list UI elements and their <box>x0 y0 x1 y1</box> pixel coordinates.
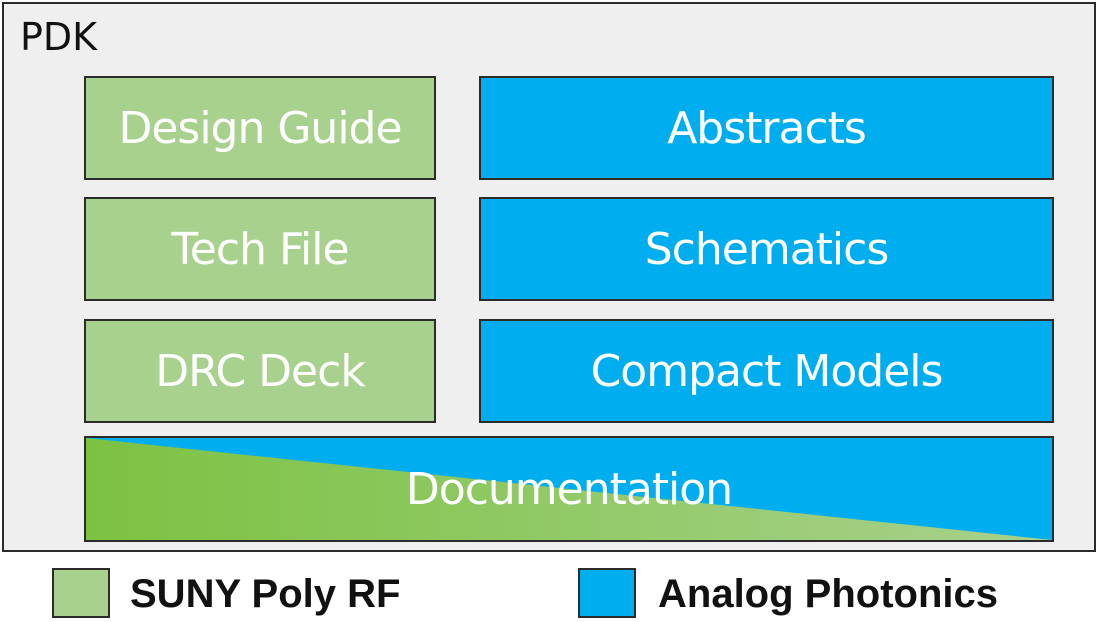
schematics-box: Schematics <box>479 197 1054 301</box>
legend-swatch-analog-photonics <box>578 568 636 618</box>
design-guide-box: Design Guide <box>84 76 436 180</box>
drc-deck-box: DRC Deck <box>84 319 436 423</box>
documentation-box: Documentation <box>84 436 1054 542</box>
abstracts-label: Abstracts <box>667 102 867 154</box>
tech-file-label: Tech File <box>171 223 349 275</box>
pdk-title: PDK <box>20 15 98 59</box>
abstracts-box: Abstracts <box>479 76 1054 180</box>
compact-models-box: Compact Models <box>479 319 1054 423</box>
tech-file-box: Tech File <box>84 197 436 301</box>
drc-deck-label: DRC Deck <box>155 345 366 397</box>
legend-label-suny-poly: SUNY Poly RF <box>130 572 401 616</box>
green-wedge <box>86 438 1052 540</box>
legend-label-analog-photonics: Analog Photonics <box>658 572 998 616</box>
design-guide-label: Design Guide <box>118 102 402 154</box>
documentation-gradient-split <box>86 438 1052 540</box>
compact-models-label: Compact Models <box>590 345 944 397</box>
schematics-label: Schematics <box>644 223 889 275</box>
documentation-label: Documentation <box>405 463 733 515</box>
legend-swatch-suny-poly <box>52 568 110 618</box>
